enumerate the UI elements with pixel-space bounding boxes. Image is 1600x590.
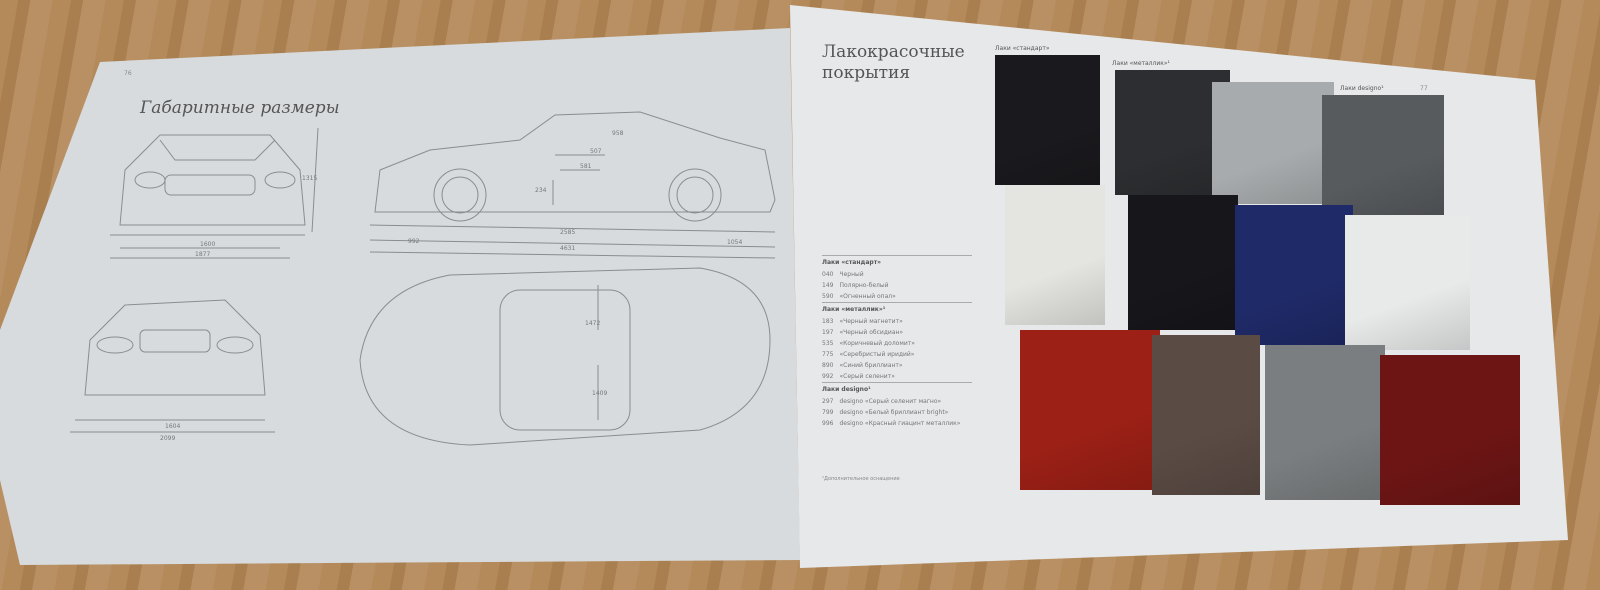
title-line-1: Лакокрасочные — [822, 42, 965, 62]
dim-rear-track: 1604 — [165, 423, 180, 430]
dim-height: 1315 — [302, 175, 317, 182]
dim-overhang-rear: 1054 — [727, 239, 742, 246]
footnote: ¹Дополнительное оснащение — [822, 476, 900, 482]
header-standard: Лаки «стандарт» — [995, 45, 1050, 52]
page-number-right: 77 — [1420, 85, 1428, 92]
left-page — [0, 28, 800, 565]
paint-list-item: 183 «Черный магнетит» — [822, 316, 972, 327]
color-swatch — [1265, 345, 1385, 500]
paint-list-item: 775 «Серебристый иридий» — [822, 349, 972, 360]
paint-code: 183 — [822, 318, 834, 325]
paint-name: «Серый селенит» — [839, 373, 895, 380]
paint-name: «Синий бриллиант» — [839, 362, 903, 369]
header-metallic: Лаки «металлик»¹ — [1112, 60, 1170, 67]
paint-code: 890 — [822, 362, 834, 369]
paint-code: 996 — [822, 420, 834, 427]
car-top-view — [359, 267, 771, 446]
paint-list-item: 149 Полярно-белый — [822, 280, 972, 291]
car-dimension-drawings: 1315 1600 1877 958 507 581 234 2585 992 … — [70, 111, 776, 446]
paint-name: designo «Белый бриллиант bright» — [839, 409, 949, 416]
paint-list-item: 996 designo «Красный гиацинт металлик» — [822, 418, 972, 429]
paint-list-item: 590 «Огненный опал» — [822, 291, 972, 302]
paint-group-heading: Лаки «металлик»¹ — [822, 302, 972, 316]
paint-name: Черный — [839, 271, 864, 278]
paint-list-item: 297 designo «Серый селенит магно» — [822, 396, 972, 407]
dim-legroom-b: 581 — [580, 163, 592, 170]
paint-list-item: 890 «Синий бриллиант» — [822, 360, 972, 371]
car-rear-view — [70, 299, 275, 433]
paint-name: «Коричневый доломит» — [839, 340, 915, 347]
dim-legroom-a: 507 — [590, 148, 602, 155]
paint-list-item: 040 Черный — [822, 269, 972, 280]
paint-name: designo «Красный гиацинт металлик» — [839, 420, 961, 427]
paint-name: designo «Серый селенит магно» — [839, 398, 942, 405]
paint-list-item: 535 «Коричневый доломит» — [822, 338, 972, 349]
page-title-paints: Лакокрасочные покрытия — [822, 42, 965, 84]
title-line-2: покрытия — [822, 63, 911, 83]
color-swatch — [1128, 195, 1238, 330]
dim-overhang-front: 992 — [408, 238, 420, 245]
paint-list-item: 197 «Черный обсидиан» — [822, 327, 972, 338]
paint-group-heading: Лаки designo¹ — [822, 382, 972, 396]
color-swatch — [1115, 70, 1230, 195]
color-swatch — [1152, 335, 1260, 495]
color-swatch — [1005, 185, 1105, 325]
paint-name: «Черный обсидиан» — [839, 329, 904, 336]
dim-interior-width-b: 1409 — [592, 390, 607, 397]
dim-front-track: 1600 — [200, 241, 215, 248]
paint-code: 297 — [822, 398, 834, 405]
dim-rear-width: 2099 — [160, 435, 175, 442]
page-title-dimensions: Габаритные размеры — [140, 98, 340, 118]
paint-list-item: 992 «Серый селенит» — [822, 371, 972, 382]
dim-seat-height: 234 — [535, 187, 547, 194]
color-swatch — [1235, 205, 1353, 345]
dim-front-width: 1877 — [195, 251, 210, 258]
color-swatch — [1322, 95, 1444, 215]
color-swatch — [1020, 330, 1160, 490]
paint-group-heading: Лаки «стандарт» — [822, 255, 972, 269]
dim-length: 4631 — [560, 245, 575, 252]
dim-wheelbase: 2585 — [560, 229, 575, 236]
paint-code: 775 — [822, 351, 834, 358]
paint-code: 992 — [822, 373, 834, 380]
paint-code: 197 — [822, 329, 834, 336]
paint-code: 149 — [822, 282, 834, 289]
paint-list: Лаки «стандарт» 040 Черный 149 Полярно-белый… — [822, 255, 972, 429]
paint-name: «Черный магнетит» — [839, 318, 903, 325]
paint-code: 799 — [822, 409, 834, 416]
paint-code: 590 — [822, 293, 834, 300]
dim-headroom: 958 — [612, 130, 624, 137]
color-swatch — [1212, 82, 1334, 204]
paint-code: 040 — [822, 271, 834, 278]
paint-list-item: 799 designo «Белый бриллиант bright» — [822, 407, 972, 418]
color-swatch — [1380, 355, 1520, 505]
paint-name: Полярно-белый — [839, 282, 889, 289]
paint-name: «Серебристый иридий» — [839, 351, 915, 358]
car-front-view — [110, 127, 319, 259]
paint-name: «Огненный опал» — [839, 293, 896, 300]
dim-interior-width-a: 1472 — [585, 320, 600, 327]
color-swatch — [1345, 215, 1470, 350]
paint-code: 535 — [822, 340, 834, 347]
page-number-left: 76 — [124, 70, 132, 77]
car-side-view — [369, 111, 776, 259]
header-designo: Лаки designo¹ — [1340, 85, 1384, 92]
color-swatch — [995, 55, 1100, 185]
